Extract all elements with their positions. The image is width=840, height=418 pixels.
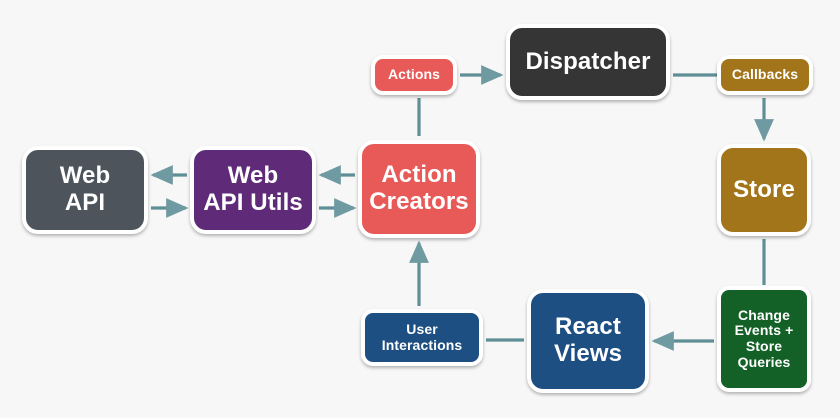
node-dispatcher[interactable]: Dispatcher: [506, 24, 670, 100]
node-react-views[interactable]: React Views: [527, 289, 649, 393]
node-user-interactions-label: User Interactions: [381, 320, 463, 353]
node-callbacks-label: Callbacks: [731, 66, 799, 83]
node-callbacks[interactable]: Callbacks: [717, 55, 813, 95]
node-action-creators-label: Action Creators: [369, 161, 469, 215]
node-web-api-label: Web API: [59, 162, 111, 216]
node-user-interactions[interactable]: User Interactions: [361, 309, 483, 366]
node-store-label: Store: [733, 175, 795, 203]
node-change-events-store-queries-label: Change Events + Store Queries: [734, 306, 794, 370]
node-store[interactable]: Store: [717, 144, 811, 236]
node-react-views-label: React Views: [553, 313, 623, 367]
node-actions[interactable]: Actions: [371, 55, 457, 95]
node-action-creators[interactable]: Action Creators: [358, 140, 480, 238]
node-change-events-store-queries[interactable]: Change Events + Store Queries: [717, 286, 811, 392]
node-actions-label: Actions: [387, 66, 441, 83]
node-dispatcher-label: Dispatcher: [525, 47, 651, 75]
node-web-api-utils[interactable]: Web API Utils: [190, 146, 316, 234]
node-web-api-utils-label: Web API Utils: [203, 162, 303, 216]
node-web-api[interactable]: Web API: [22, 146, 148, 234]
